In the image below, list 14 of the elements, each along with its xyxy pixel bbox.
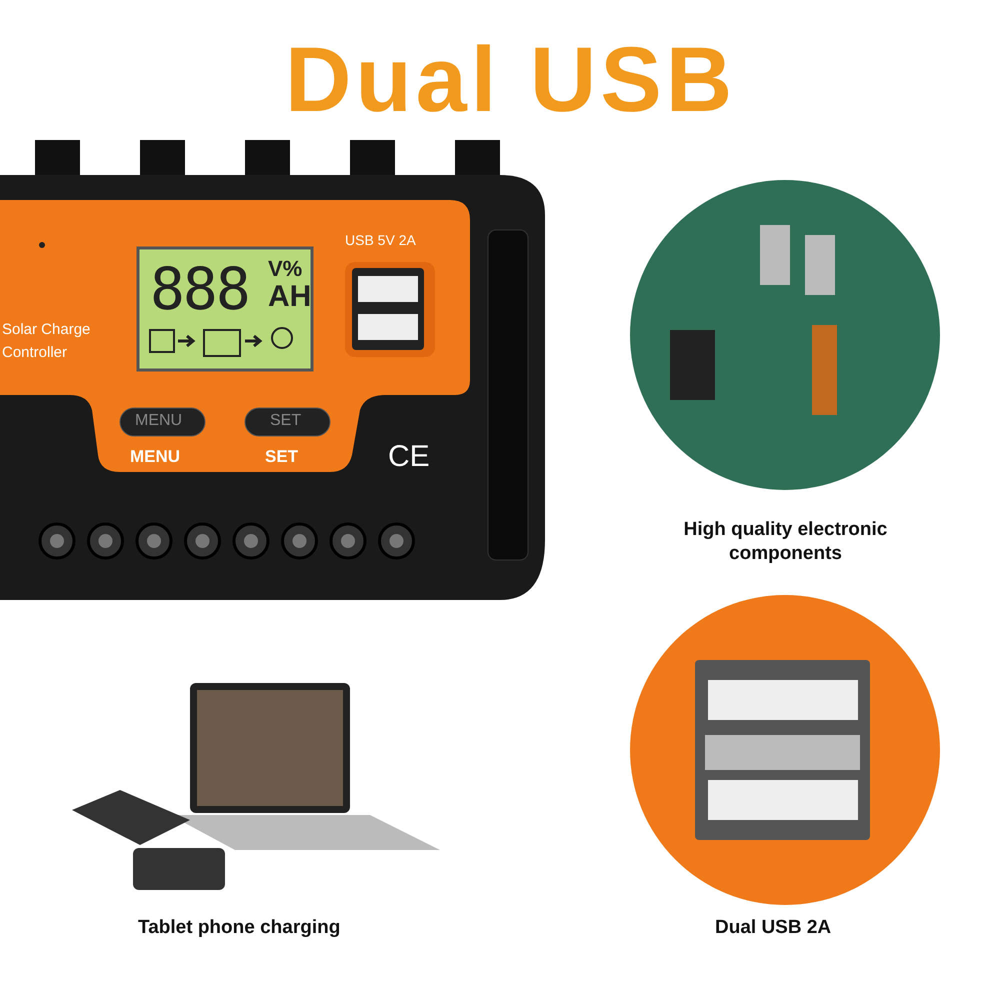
control-label: SET: [265, 447, 298, 467]
product-label: Solar Charge Controller: [2, 320, 92, 363]
button-label: SET: [270, 412, 302, 430]
lcd-unit: AH: [268, 280, 312, 314]
caption: High quality electronic components: [682, 518, 888, 566]
lcd-unit: V%: [268, 256, 302, 282]
title: Dual USB: [285, 28, 736, 133]
certification-mark: CE: [388, 440, 430, 474]
button-label: MENU: [135, 412, 182, 430]
port-label: USB 5V 2A: [345, 232, 416, 248]
caption: Dual USB 2A: [715, 917, 832, 939]
lcd-digits: 888: [150, 255, 249, 323]
control-label: MENU: [130, 447, 180, 467]
caption: Tablet phone charging: [138, 917, 340, 939]
